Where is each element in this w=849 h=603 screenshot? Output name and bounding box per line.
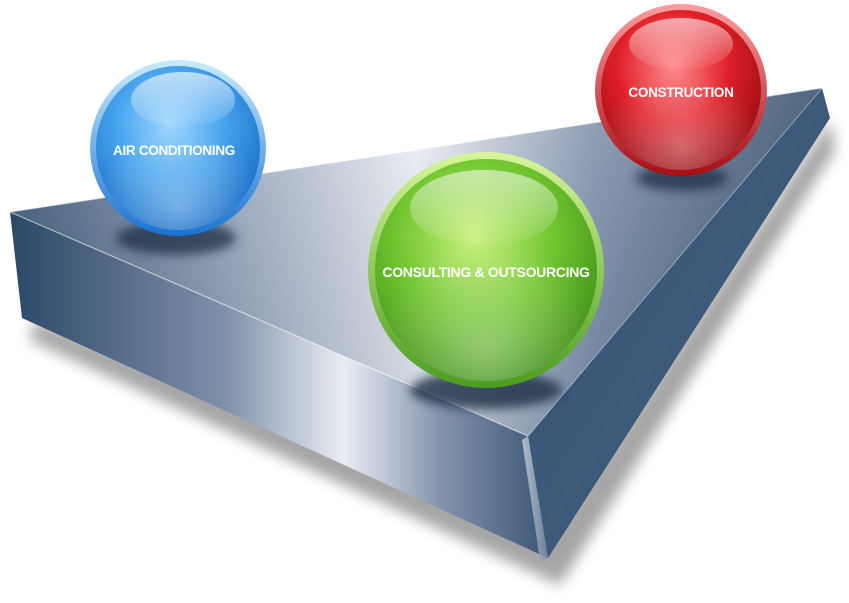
sphere-air-conditioning: AIR CONDITIONING — [90, 60, 266, 236]
platform-right-face — [528, 88, 830, 558]
sphere-label-consulting-outsourcing: CONSULTING & OUTSOURCING — [382, 264, 590, 280]
platform-front-face — [10, 212, 548, 558]
platform-tip — [522, 436, 548, 560]
sphere-label-construction: CONSTRUCTION — [628, 85, 733, 100]
sphere-label-air-conditioning: AIR CONDITIONING — [113, 143, 235, 158]
sphere-construction: CONSTRUCTION — [595, 4, 767, 176]
gloss-highlight — [629, 18, 733, 70]
gloss-highlight — [131, 72, 235, 128]
gloss-highlight — [410, 170, 558, 246]
sphere-consulting-outsourcing: CONSULTING & OUTSOURCING — [368, 152, 604, 388]
